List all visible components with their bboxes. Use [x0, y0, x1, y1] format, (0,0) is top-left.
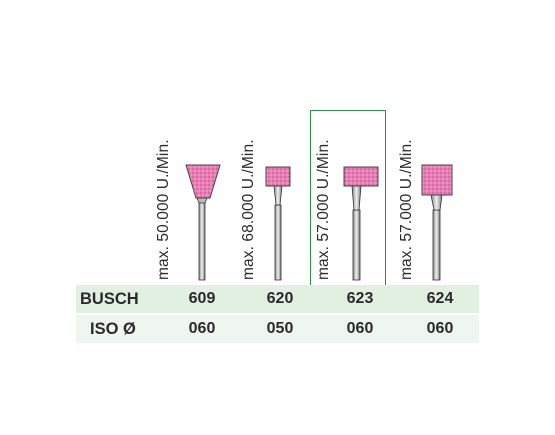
busch-number-624: 624	[426, 290, 454, 307]
iso-size-624: 060	[426, 320, 454, 337]
busch-row: BUSCH 609 620 623 624	[76, 285, 479, 313]
iso-label: ISO Ø	[90, 320, 136, 338]
bur-609-icon	[185, 164, 221, 281]
iso-size-609: 060	[188, 320, 216, 337]
iso-row: ISO Ø 060 050 060 060	[76, 315, 479, 343]
iso-size-623: 060	[346, 320, 374, 337]
bur-620-icon	[265, 166, 291, 281]
iso-size-620: 050	[266, 320, 294, 337]
bur-623-icon	[343, 166, 379, 281]
busch-number-623: 623	[346, 290, 374, 307]
bur-624-icon	[421, 164, 453, 281]
busch-number-609: 609	[188, 290, 216, 307]
busch-label: BUSCH	[80, 290, 139, 308]
busch-number-620: 620	[266, 290, 294, 307]
